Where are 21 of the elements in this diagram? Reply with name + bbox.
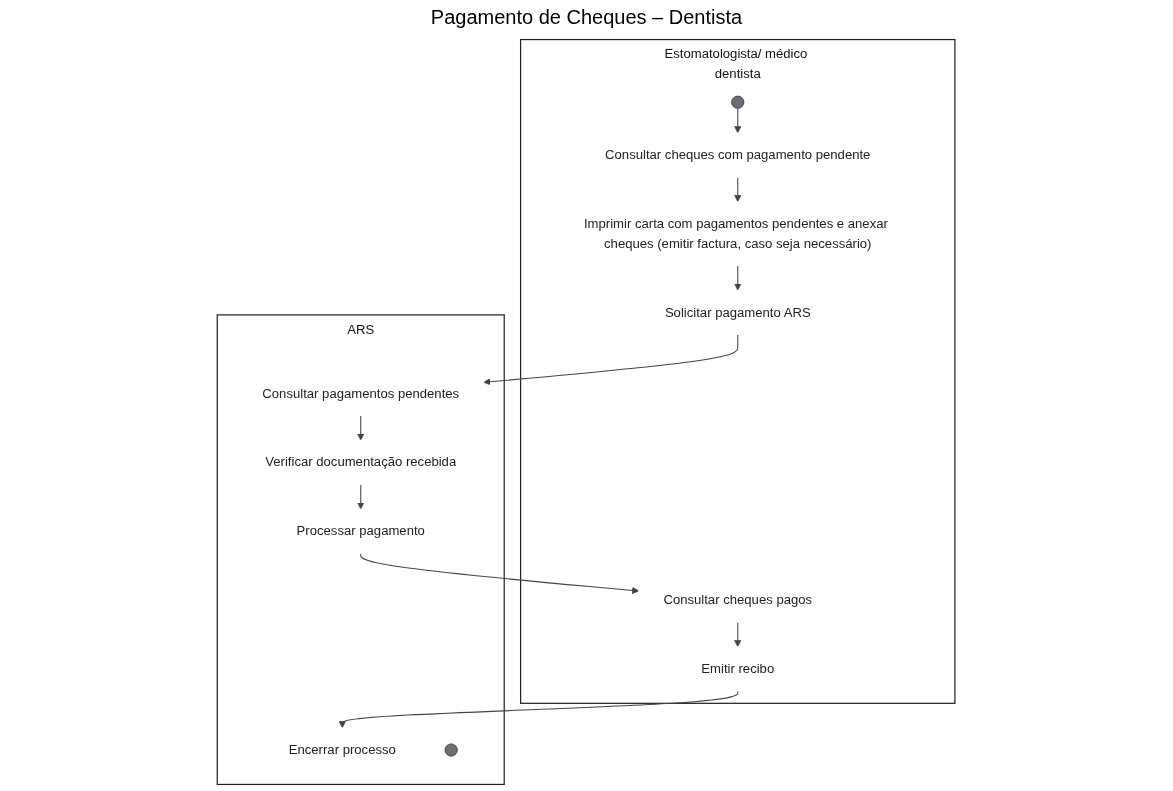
node-text: Verificar documentação recebida bbox=[265, 455, 457, 469]
node-text: Encerrar processo bbox=[289, 742, 397, 757]
arrow bbox=[360, 552, 640, 595]
node-text: Consultar cheques com pagamento pendente bbox=[605, 147, 871, 162]
node-text: Processar pagamento bbox=[297, 523, 426, 538]
arrow bbox=[734, 621, 742, 648]
arrow bbox=[734, 176, 742, 203]
arrow bbox=[357, 415, 365, 441]
node-text: Solicitar pagamento ARS bbox=[665, 305, 812, 319]
node-circle bbox=[731, 95, 745, 109]
arrow bbox=[734, 107, 742, 134]
arrow bbox=[734, 265, 742, 291]
diagram-title: Pagamento de Cheques – Dentista bbox=[430, 6, 743, 29]
node-text: Consultar cheques pagos bbox=[663, 592, 813, 607]
node-circle bbox=[445, 743, 459, 757]
node-text: Consultar pagamentos pendentes bbox=[262, 386, 460, 401]
arrow bbox=[357, 484, 365, 510]
arrow bbox=[483, 334, 739, 386]
node-text: Emitir recibo bbox=[701, 661, 775, 676]
node-text: Imprimir carta com pagamentos pendentes e anexar cheques (emitir factura, caso seja necessário) bbox=[584, 216, 889, 251]
arrow bbox=[339, 690, 739, 729]
